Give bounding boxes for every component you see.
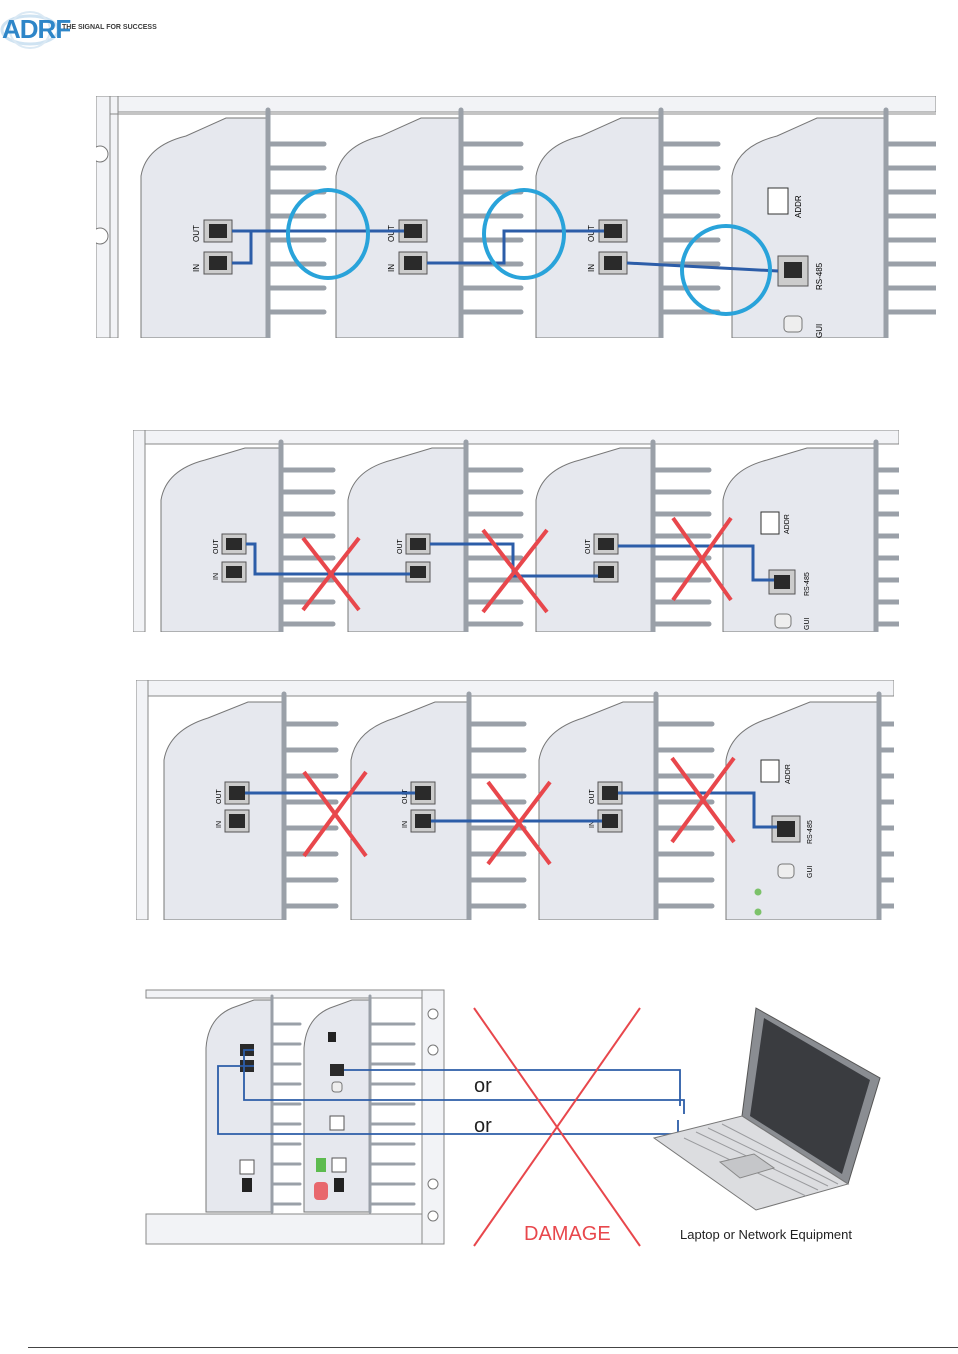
or-label-1: or — [474, 1075, 492, 1097]
port-label-out: OUT — [387, 225, 396, 242]
controller-label-gui: GUI — [815, 324, 824, 338]
diagram-correct-wiring: OUT IN OUT IN OUT IN ADDR RS-485 GUI — [96, 96, 936, 338]
or-label-2: or — [474, 1115, 492, 1137]
diagram-incorrect-wiring-2: OUT IN OUT IN OUT IN ADDR RS-485 GUI — [136, 680, 894, 920]
amplifier-module-1 — [164, 702, 284, 920]
controller-label-addr: ADDR — [794, 195, 803, 218]
amplifier-module-3 — [536, 118, 661, 338]
port-label-out: OUT — [585, 539, 592, 555]
controller-module — [723, 448, 876, 632]
diagram-incorrect-wiring-1: OUT IN OUT OUT ADDR RS-485 GUI — [133, 430, 899, 632]
controller-label-rs485: RS-485 — [807, 820, 814, 844]
port-label-in: IN — [402, 821, 409, 828]
port-label-in: IN — [587, 264, 596, 272]
amplifier-module-2 — [351, 702, 469, 920]
port-label-in: IN — [216, 821, 223, 828]
logo-tagline: THE SIGNAL FOR SUCCESS — [62, 24, 157, 31]
port-label-out: OUT — [397, 539, 404, 555]
controller-label-addr: ADDR — [784, 514, 791, 534]
footer-divider — [28, 1347, 958, 1348]
amplifier-module-1 — [141, 118, 268, 338]
controller-label-rs485: RS-485 — [815, 262, 824, 290]
controller-label-rs485: RS-485 — [804, 572, 811, 596]
amplifier-module-2 — [336, 118, 461, 338]
controller-module — [304, 1000, 370, 1212]
port-label-in: IN — [213, 573, 220, 580]
amplifier-module-1 — [161, 448, 281, 632]
controller-module — [726, 702, 879, 920]
amplifier-module-2 — [348, 448, 466, 632]
port-label-out: OUT — [589, 789, 596, 805]
laptop-caption: Laptop or Network Equipment — [680, 1227, 852, 1242]
controller-label-gui: GUI — [804, 618, 811, 631]
amplifier-module-3 — [536, 448, 653, 632]
amplifier-module-3 — [539, 702, 656, 920]
port-label-in: IN — [387, 264, 396, 272]
company-logo: ADRF THE SIGNAL FOR SUCCESS — [0, 8, 200, 52]
port-label-out: OUT — [213, 539, 220, 555]
port-label-out: OUT — [587, 225, 596, 242]
port-label-out: OUT — [216, 789, 223, 805]
port-label-out: OUT — [402, 789, 409, 805]
port-label-out: OUT — [192, 225, 201, 242]
amplifier-module — [206, 1000, 272, 1212]
diagram-damage-warning: or or DAMAGE Laptop or Network Equipment — [144, 988, 884, 1250]
damage-label: DAMAGE — [524, 1223, 611, 1245]
port-label-in: IN — [192, 264, 201, 272]
controller-label-gui: GUI — [807, 866, 814, 879]
controller-label-addr: ADDR — [785, 764, 792, 784]
logo-wordmark: ADRF — [2, 14, 70, 45]
